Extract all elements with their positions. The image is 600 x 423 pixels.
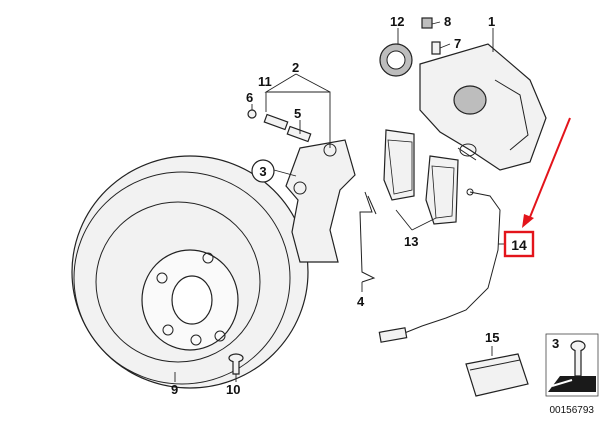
guide-bolts [247, 109, 312, 143]
label-part-12: 12 [390, 14, 404, 29]
label-part-1: 1 [488, 14, 495, 29]
seal-ring [379, 43, 413, 77]
highlight-part-14: 14 [503, 117, 571, 258]
label-part-8: 8 [444, 14, 451, 29]
highlight-arrow-shaft [527, 117, 571, 223]
label-part-11: 11 [258, 74, 272, 89]
catalog-number: 00156793 [549, 405, 595, 416]
bolt-inset [545, 333, 599, 397]
label-part-5: 5 [294, 106, 301, 121]
label-part-7: 7 [454, 36, 461, 51]
label-part-13: 13 [404, 234, 418, 249]
brake-disc [71, 155, 309, 389]
label-part-3-circled: 3 [251, 159, 275, 183]
label-part-14: 14 [511, 237, 527, 253]
label-part-6: 6 [246, 90, 253, 105]
grease-packet [465, 346, 529, 397]
label-part-3-inset: 3 [552, 336, 559, 351]
label-part-2: 2 [292, 60, 299, 75]
bleed-valve [421, 17, 441, 55]
caliper-carrier [285, 139, 356, 263]
highlight-box [503, 230, 535, 258]
highlight-arrow-head [522, 214, 534, 228]
disc-screw [228, 353, 244, 375]
label-part-15: 15 [485, 330, 499, 345]
svg-text:3: 3 [259, 164, 266, 179]
brake-caliper [419, 43, 547, 171]
label-part-10: 10 [226, 382, 240, 397]
wear-sensor [378, 188, 501, 343]
spring-clip [359, 191, 377, 283]
brake-pads [383, 129, 459, 225]
part-labels: 1 2 11 6 5 12 8 7 13 4 9 10 15 3 [171, 14, 559, 397]
leader-lines [174, 21, 512, 382]
label-part-4: 4 [357, 294, 365, 309]
label-part-9: 9 [171, 382, 178, 397]
